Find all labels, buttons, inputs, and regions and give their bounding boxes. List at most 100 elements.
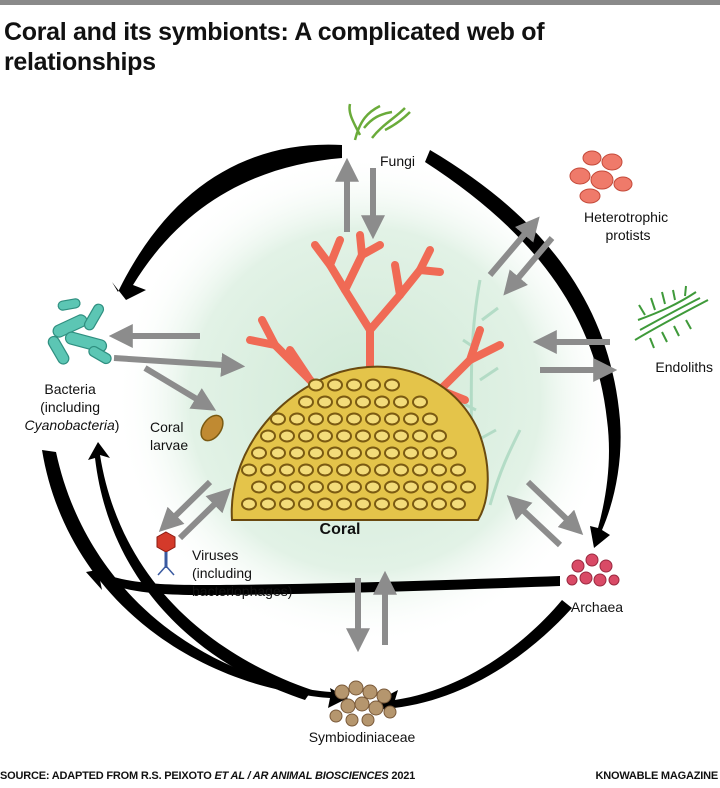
coral-polyp — [270, 480, 286, 494]
coral-polyp — [384, 480, 400, 494]
coral-polyp — [317, 497, 333, 511]
bacteria-illustration — [47, 298, 112, 365]
top-rule — [0, 0, 720, 5]
label-archaea: Archaea — [571, 599, 623, 615]
coral-polyp — [460, 480, 476, 494]
coral-polyp — [403, 480, 419, 494]
coral-larva-icon — [200, 414, 224, 442]
coral-polyp — [365, 446, 381, 460]
title-line-2: relationships — [4, 48, 156, 76]
arrow-viruses-to-coral — [177, 487, 232, 541]
coral-polyp — [327, 446, 343, 460]
label-viruses: Viruses (including bacteriophages) — [192, 547, 292, 599]
arrow-protists-to-coral — [503, 236, 555, 296]
source-credit: SOURCE: ADAPTED FROM R.S. PEIXOTO ET AL … — [0, 770, 416, 782]
coral-polyp — [346, 480, 362, 494]
coral-polyp — [431, 497, 447, 511]
coral-polyp — [251, 446, 267, 460]
label-symbiodiniaceae: Symbiodiniaceae — [309, 729, 416, 745]
coral-polyp — [279, 463, 295, 477]
coral-polyp — [298, 463, 314, 477]
coral-polyp — [412, 463, 428, 477]
coral-polyp — [279, 497, 295, 511]
arrow-bacteria-to-larvae — [143, 365, 217, 411]
coral-polyp — [422, 412, 438, 426]
label-protists: Heterotrophic protists — [584, 209, 672, 243]
coral-polyp — [374, 395, 390, 409]
coral-polyp — [298, 429, 314, 443]
coral-polyp — [450, 497, 466, 511]
coral-polyp — [260, 497, 276, 511]
arrow-archaea-to-coral — [506, 495, 563, 548]
coral-polyp — [241, 497, 257, 511]
fungi-illustration — [348, 103, 411, 141]
coral-polyp — [450, 463, 466, 477]
archaea-illustration — [566, 553, 620, 587]
coral-polyp — [431, 463, 447, 477]
arrow-archaea-to-bacteria — [86, 568, 560, 595]
arrow-coral-to-viruses — [158, 479, 213, 533]
coral-polyp — [289, 412, 305, 426]
coral-polyp — [384, 412, 400, 426]
coral-polyp — [270, 412, 286, 426]
coral-polyp — [327, 412, 343, 426]
coral-polyp — [327, 378, 343, 392]
coral-illustration — [230, 231, 522, 521]
arrow-archaea-to-symbiodiniaceae — [375, 600, 572, 716]
coral-polyp — [412, 497, 428, 511]
coral-polyp — [308, 378, 324, 392]
coral-polyp — [308, 412, 324, 426]
coral-polyp — [441, 480, 457, 494]
arrow-fungi-to-bacteria — [112, 144, 342, 300]
coral-polyp — [308, 446, 324, 460]
coral-polyp — [317, 429, 333, 443]
coral-polyp — [393, 497, 409, 511]
virus-icon — [156, 531, 176, 576]
coral-polyp — [346, 412, 362, 426]
coral-polyp — [365, 378, 381, 392]
coral-polyp — [289, 480, 305, 494]
label-coral-larvae: Coral larvae — [150, 419, 188, 453]
coral-polyp — [298, 395, 314, 409]
endoliths-illustration — [634, 285, 709, 349]
coral-polyp — [422, 480, 438, 494]
coral-polyp — [384, 446, 400, 460]
coral-polyp — [441, 446, 457, 460]
coral-polyp — [365, 480, 381, 494]
coral-polyp — [403, 446, 419, 460]
coral-polyp — [270, 446, 286, 460]
coral-polyp — [374, 497, 390, 511]
coral-polyp — [384, 378, 400, 392]
coral-polyps — [241, 378, 476, 511]
coral-polyp — [327, 480, 343, 494]
arrow-coral-to-protists — [487, 216, 540, 277]
coral-polyp — [365, 412, 381, 426]
coral-polyp — [336, 395, 352, 409]
label-bacteria: Bacteria (including Cyanobacteria) — [25, 381, 120, 433]
coral-polyp — [260, 429, 276, 443]
coral-polyp — [279, 429, 295, 443]
coral-polyp — [393, 429, 409, 443]
gray-exchange-arrows — [108, 157, 618, 653]
coral-polyp — [308, 480, 324, 494]
coral-polyp — [336, 429, 352, 443]
coral-polyp — [403, 412, 419, 426]
publisher-credit: KNOWABLE MAGAZINE — [595, 770, 719, 782]
arrow-bacteria-to-coral — [113, 352, 246, 377]
coral-polyp — [251, 480, 267, 494]
coral-polyp — [336, 497, 352, 511]
coral-polyp — [355, 497, 371, 511]
arrow-coral-to-archaea — [525, 479, 584, 535]
coral-polyp — [393, 463, 409, 477]
coral-polyp — [431, 429, 447, 443]
coral-polyp — [346, 446, 362, 460]
coral-polyp — [355, 395, 371, 409]
coral-polyp — [355, 463, 371, 477]
coral-polyp — [317, 463, 333, 477]
coral-polyp — [346, 378, 362, 392]
coral-polyp — [260, 463, 276, 477]
label-endoliths: Endoliths — [655, 359, 713, 375]
title-line-1: Coral and its symbionts: A complicated w… — [4, 18, 545, 46]
coral-polyp — [317, 395, 333, 409]
